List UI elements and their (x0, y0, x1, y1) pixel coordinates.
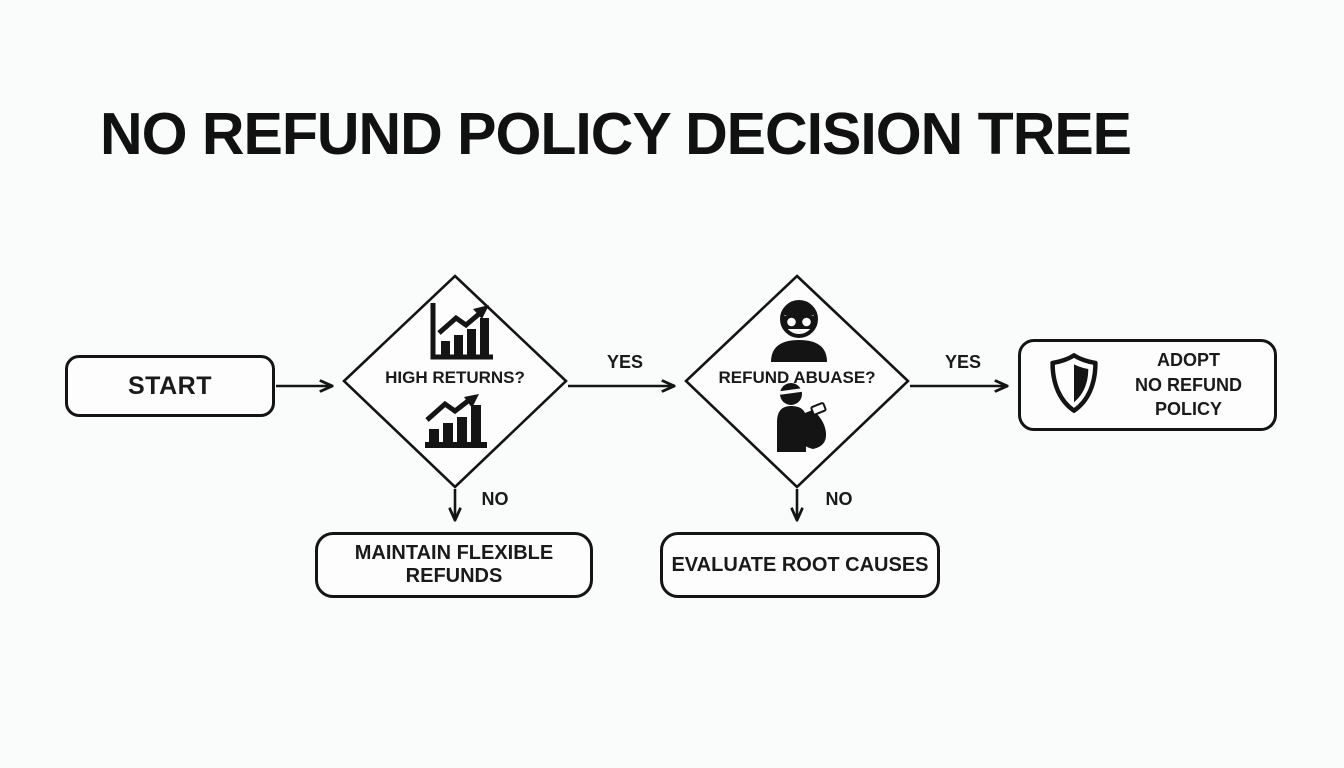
adopt-node-label: ADOPT NO REFUND POLICY (1117, 348, 1274, 422)
edge-label-no-2: NO (825, 489, 853, 509)
edge-label-yes-1: YES (606, 352, 644, 372)
evaluate-node-label: EVALUATE ROOT CAUSES (671, 553, 929, 576)
masked-robber-icon (763, 296, 835, 367)
start-node: START (65, 355, 275, 417)
page-title: NO REFUND POLICY DECISION TREE (100, 101, 1132, 167)
maintain-node-label: MAINTAIN FLEXIBLE REFUNDS (354, 542, 554, 587)
decision-high-returns-label: HIGH RETURNS? (385, 368, 525, 387)
adopt-line-2: NO REFUND (1135, 374, 1242, 395)
adopt-line-1: ADOPT (1157, 349, 1220, 370)
adopt-no-refund-policy-node: ADOPT NO REFUND POLICY (1018, 339, 1277, 431)
edge-label-yes-2: YES (944, 352, 982, 372)
edge-label-no-1: NO (481, 489, 509, 509)
adopt-line-3: POLICY (1154, 399, 1222, 420)
evaluate-root-causes-node: EVALUATE ROOT CAUSES (660, 532, 940, 598)
start-node-label: START (128, 371, 212, 400)
shield-half-icon (1049, 352, 1099, 419)
thief-money-bag-icon (768, 382, 834, 457)
decision-refund-abuse-label: REFUND ABUASE? (718, 368, 876, 387)
maintain-flexible-refunds-node: MAINTAIN FLEXIBLE REFUNDS (315, 532, 593, 598)
bar-chart-axes-icon (419, 301, 495, 368)
bar-chart-growth-icon (423, 392, 489, 453)
